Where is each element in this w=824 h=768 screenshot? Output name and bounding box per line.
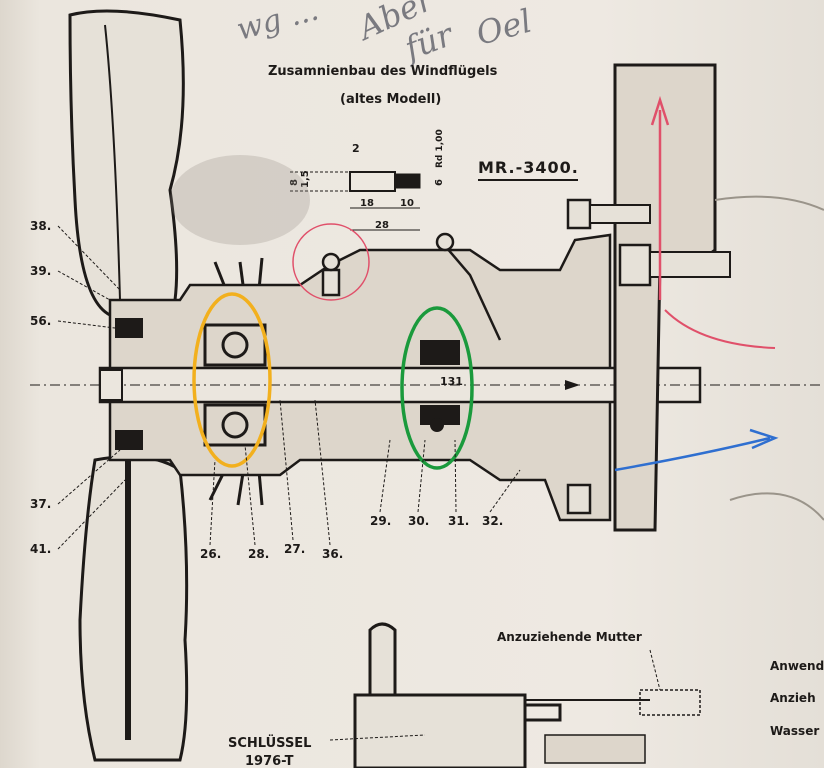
right-text-2: Anzieh [770,691,816,705]
part-label-37: 37. [30,497,51,511]
part-label-28: 28. [248,547,269,561]
part-label-38: 38. [30,219,51,233]
part-label-26: 26. [200,547,221,561]
handwriting-3: Oel [472,2,535,53]
part-label-29: 29. [370,514,391,528]
key-tool-drawing [329,622,701,768]
part-label-39: 39. [30,264,51,278]
part-label-56: 56. [30,314,51,328]
diagram-title: Zusamnienbau des Windflügels [268,64,498,79]
part-label-31: 31. [448,514,469,528]
model-number: MR.-3400. [478,158,579,177]
red-highlight-circle [292,223,370,301]
dim-18: 18 [360,198,374,209]
part-label-131: 131 [440,375,463,388]
blue-flow-arrow [614,428,779,472]
dim-rd: Rd 1,00 [435,129,445,168]
green-highlight-circle [400,306,474,470]
dim-10: 10 [400,198,414,209]
dim-1-5: 1,5 [300,170,311,188]
handwriting-scribble: wg ... [233,0,322,48]
key-number: 1976-T [245,754,294,768]
right-text-1: Anwend [770,659,824,673]
fan-blade-lower [78,455,189,762]
fan-blade-upper [68,9,185,318]
part-label-36: 36. [322,547,343,561]
pin-detail [290,171,421,231]
pump-shaft [98,366,702,404]
part-label-41: 41. [30,542,51,556]
yellow-highlight-circle [192,292,272,468]
diagram-subtitle: (altes Modell) [340,92,441,107]
part-label-30: 30. [408,514,429,528]
dim-28: 28 [375,220,389,231]
part-label-32: 32. [482,514,503,528]
dim-2: 2 [352,142,360,155]
part-label-27: 27. [284,542,305,556]
right-text-3: Wasser [770,724,819,738]
red-flow-arrow [650,95,670,300]
hub-nuts [99,318,143,450]
dim-6: 6 [434,179,445,186]
grease-nipples [321,232,502,341]
nut-label: Anzuziehende Mutter [497,630,642,644]
dim-8: 8 [289,179,300,186]
key-label: SCHLÜSSEL [228,735,311,751]
